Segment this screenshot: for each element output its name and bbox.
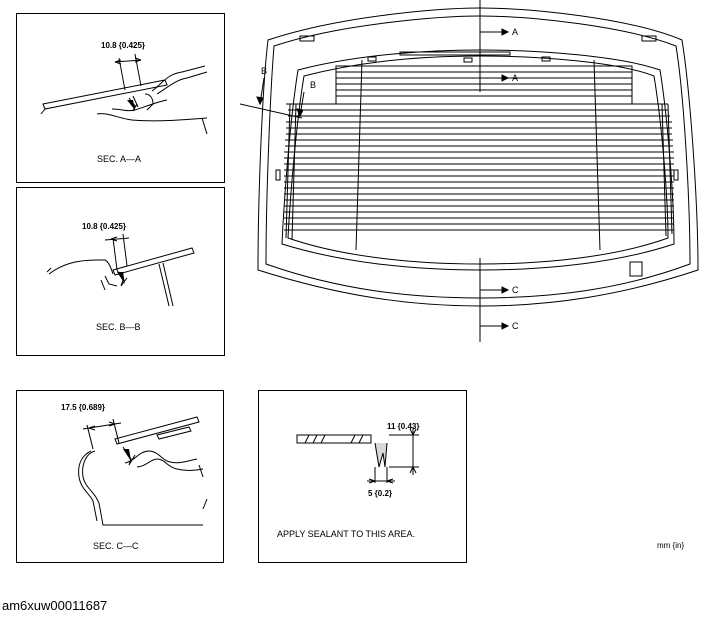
sealant-width-dimension: 5 {0.2} bbox=[368, 489, 393, 498]
sealant-height-dimension: 11 {0.43} bbox=[387, 422, 420, 431]
section-c-label-bottom: C bbox=[512, 321, 519, 331]
section-bb-dimension: 10.8 {0.425} bbox=[82, 222, 127, 231]
section-bb-panel: 10.8 {0.425} SEC. B—B bbox=[16, 187, 225, 356]
sealant-note: APPLY SEALANT TO THIS AREA. bbox=[277, 529, 416, 539]
section-b-label-inner: B bbox=[310, 80, 317, 90]
section-bb-drawing bbox=[46, 233, 195, 307]
section-a-label-top: A bbox=[512, 27, 519, 37]
section-c-label-top: C bbox=[512, 285, 519, 295]
section-a-label-mid: A bbox=[512, 73, 519, 83]
sealant-detail-drawing bbox=[296, 427, 419, 484]
units-label: mm {in} bbox=[657, 541, 685, 550]
section-aa-drawing bbox=[40, 53, 208, 135]
section-cc-drawing bbox=[78, 416, 208, 526]
section-aa-dimension: 10.8 {0.425} bbox=[101, 41, 146, 50]
sealant-detail-panel: 11 {0.43} 5 {0.2} APPLY SEALANT TO THIS … bbox=[258, 390, 467, 563]
section-aa-panel: 10.8 {0.425} SEC. A—A bbox=[16, 13, 225, 183]
section-cc-caption: SEC. C—C bbox=[93, 541, 139, 551]
section-bb-caption: SEC. B—B bbox=[96, 322, 141, 332]
rear-window-drawing bbox=[240, 0, 699, 342]
section-b-label-outer: B bbox=[261, 66, 268, 76]
document-id: am6xuw00011687 bbox=[2, 598, 108, 613]
section-cc-panel: 17.5 {0.689} SEC. C—C bbox=[16, 390, 224, 563]
section-cc-dimension: 17.5 {0.689} bbox=[61, 403, 106, 412]
section-aa-caption: SEC. A—A bbox=[97, 154, 142, 164]
